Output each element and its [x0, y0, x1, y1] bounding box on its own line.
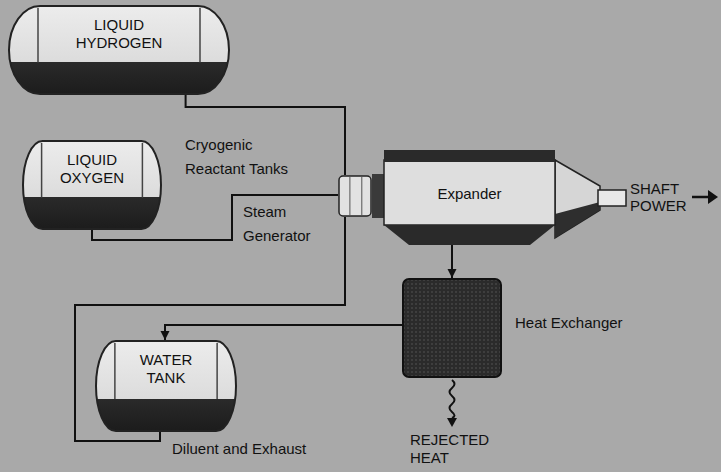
flow-line	[372, 196, 384, 197]
generator-body	[339, 176, 371, 216]
tank-body	[23, 141, 161, 229]
power-arrow-line	[692, 196, 710, 199]
water-tank: WATER TANK	[95, 340, 237, 432]
expander-body	[384, 160, 555, 225]
expander-box: Expander	[384, 150, 555, 245]
diagram-label: Diluent and Exhaust	[172, 440, 392, 458]
tank-seam	[41, 143, 43, 198]
diagram-label: Cryogenic Reactant Tanks	[185, 133, 307, 181]
hydrogen-tank: LIQUID HYDROGEN	[8, 5, 230, 95]
arrow-head	[161, 331, 170, 340]
cyl-outline	[338, 175, 372, 217]
node-text: Steam Generator	[243, 200, 329, 248]
power-arrow-head	[708, 190, 718, 204]
node-text: LIQUID HYDROGEN	[59, 16, 179, 52]
steam-generator: Steam Generator	[338, 175, 372, 217]
flow-line	[75, 217, 345, 441]
text-holder: WATER TANK	[95, 340, 237, 399]
node-text: Expander	[437, 185, 501, 203]
nozzle-shade	[555, 202, 600, 238]
text-holder: Heat Exchanger	[515, 314, 675, 332]
tank-seam	[142, 143, 144, 198]
text-holder: Expander	[384, 162, 555, 225]
diagram-label: REJECTED HEAT	[410, 431, 492, 467]
arrow-head	[448, 269, 457, 278]
tank-seam	[37, 8, 39, 63]
tank-seam	[216, 343, 218, 399]
text-holder: LIQUID HYDROGEN	[8, 5, 230, 63]
expander-bottom-band	[384, 225, 555, 245]
flow-line-path	[165, 325, 402, 340]
node-text: Heat Exchanger	[515, 314, 675, 332]
tank-body	[96, 341, 236, 431]
output-shaft	[598, 190, 626, 206]
expander-nozzle	[555, 160, 600, 238]
flow-line	[161, 325, 403, 340]
node-text: LIQUID OXYGEN	[52, 151, 132, 187]
generator-seam	[361, 177, 362, 215]
node-text: WATER TANK	[131, 351, 201, 387]
tank-body	[9, 6, 229, 94]
tank-seam	[199, 8, 201, 63]
hx-body	[403, 279, 501, 377]
heat-exchanger: Heat Exchanger	[402, 278, 502, 378]
tank-seam	[114, 343, 116, 399]
expander-top-band	[384, 150, 555, 162]
flow-line-path	[75, 217, 345, 441]
oxygen-tank: LIQUID OXYGEN	[22, 140, 162, 230]
diagram-label: SHAFT POWER	[630, 180, 688, 214]
text-holder: Steam Generator	[243, 200, 329, 248]
heat-wave-line	[450, 380, 455, 418]
text-holder: LIQUID OXYGEN	[22, 140, 162, 198]
generator-seam	[349, 177, 350, 215]
flow-line-path	[372, 174, 384, 218]
hx-outline	[402, 278, 502, 378]
flow-line	[448, 245, 457, 278]
heat-wave-head	[447, 418, 457, 427]
